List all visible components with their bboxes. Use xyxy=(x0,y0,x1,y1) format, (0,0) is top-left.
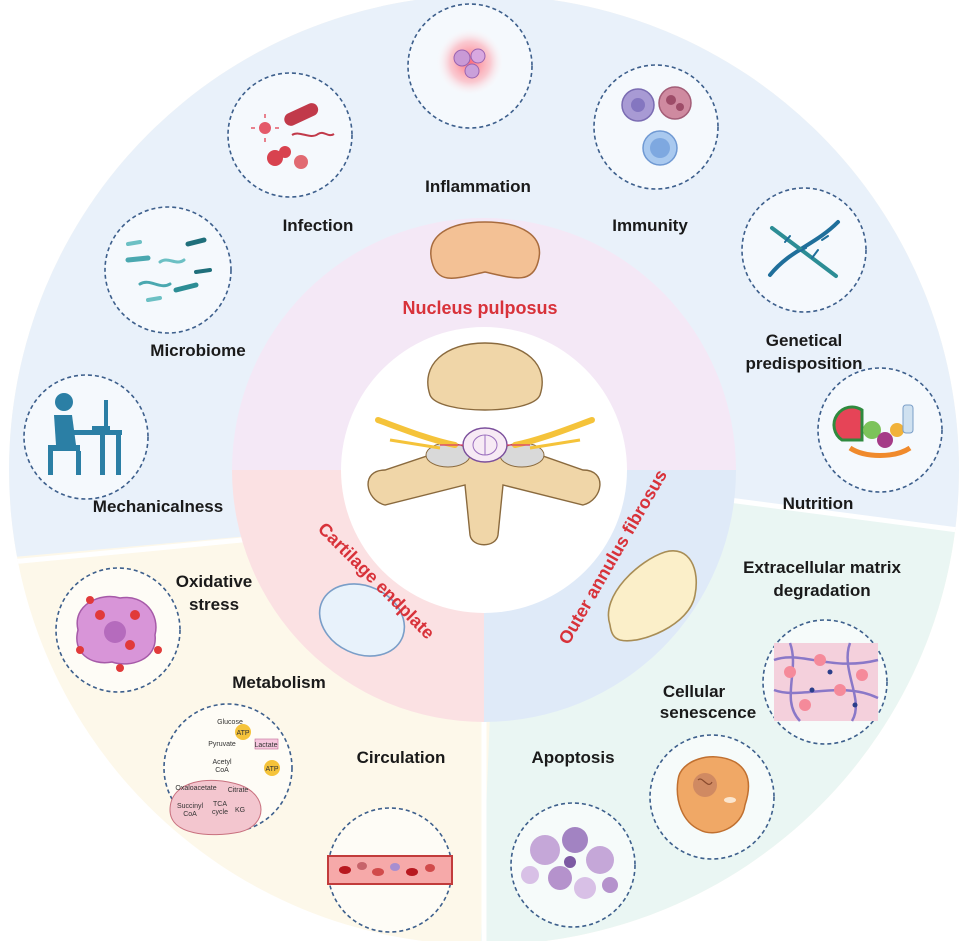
nutrition-label: Nutrition xyxy=(783,494,854,513)
lactate-text: Lactate xyxy=(255,742,278,749)
akg-text: KG xyxy=(235,807,245,814)
nucleus-pulposus-label: Nucleus pulposus xyxy=(402,298,557,318)
outer-annulus-shape xyxy=(607,550,697,642)
infection-label: Infection xyxy=(283,216,354,235)
vertebra-illustration xyxy=(367,342,601,546)
circulation-label: Circulation xyxy=(357,748,446,767)
microbiome-label: Microbiome xyxy=(150,341,245,360)
oxaloacetate-text: Oxaloacetate xyxy=(175,785,216,792)
atp-text-2: ATP xyxy=(265,766,278,773)
mechanicalness-label: Mechanicalness xyxy=(93,497,223,516)
ecm-label-line1: Extracellular matrix xyxy=(743,558,901,577)
senescent-cell-icon xyxy=(676,756,750,834)
senescence-label-line1: Cellular xyxy=(663,682,726,701)
atp-text-1: ATP xyxy=(236,730,249,737)
metabolism-pathway-diagram: Glucose Pyruvate Lactate Acetyl CoA Oxal… xyxy=(169,719,280,836)
acetyl-text-2: CoA xyxy=(215,767,229,774)
microbiome-circle xyxy=(104,206,232,334)
immune-cells-icon xyxy=(621,86,692,166)
mechanicalness-circle xyxy=(23,374,149,500)
oxidative-label-line2: stress xyxy=(189,595,239,614)
pyruvate-text: Pyruvate xyxy=(208,741,236,748)
citrate-text: Citrate xyxy=(228,787,249,794)
immunity-label: Immunity xyxy=(612,216,688,235)
genetical-label-line2: predisposition xyxy=(745,354,862,373)
acetyl-text-1: Acetyl xyxy=(212,759,232,766)
ecm-label-line2: degradation xyxy=(773,581,870,600)
person-at-desk-icon xyxy=(48,393,122,475)
tca-text-2: cycle xyxy=(212,809,228,816)
apoptotic-cells-icon xyxy=(521,827,618,899)
bacteria-icon xyxy=(251,103,335,169)
blood-vessel-icon xyxy=(327,855,453,885)
succinyl-text-1: Succinyl xyxy=(177,803,204,810)
inflammation-label: Inflammation xyxy=(425,177,531,196)
tca-text-1: TCA xyxy=(213,801,227,808)
ecm-tissue-icon xyxy=(773,642,879,722)
dna-icon xyxy=(768,220,840,278)
infection-circle xyxy=(227,72,353,198)
apoptosis-label: Apoptosis xyxy=(531,748,614,767)
immunity-circle xyxy=(593,64,719,190)
metabolism-label: Metabolism xyxy=(232,673,326,692)
nucleus-pulposus-shape xyxy=(430,221,541,279)
inflammation-icon xyxy=(436,28,504,96)
microbiome-icon xyxy=(125,237,212,302)
oxidative-cell-icon xyxy=(76,595,162,672)
food-icon xyxy=(832,404,914,458)
genetical-label-line1: Genetical xyxy=(766,331,843,350)
succinyl-text-2: CoA xyxy=(183,811,197,818)
cartilage-endplate-shape xyxy=(318,583,406,657)
glucose-text: Glucose xyxy=(217,719,243,726)
senescence-label-line2: senescence xyxy=(660,703,756,722)
oxidative-label-line1: Oxidative xyxy=(176,572,253,591)
